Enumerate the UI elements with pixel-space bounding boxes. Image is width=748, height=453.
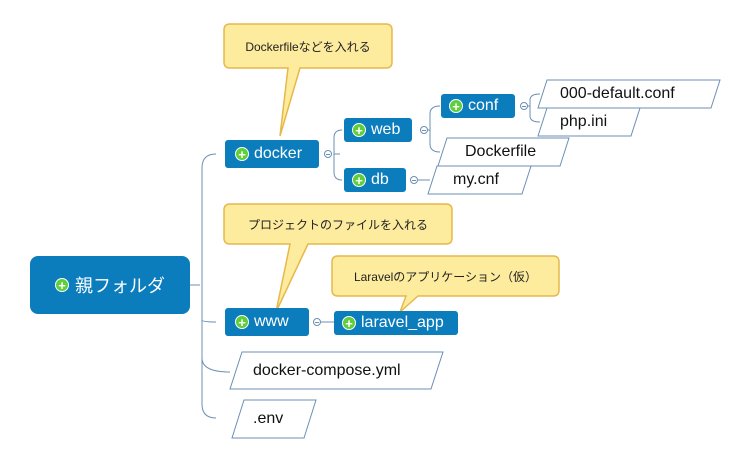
- file-docker-compose[interactable]: docker-compose.yml: [253, 362, 401, 379]
- node-www[interactable]: + www: [225, 308, 309, 336]
- callout-www-bubble: [223, 203, 453, 313]
- file-shape-dockerfile: [437, 137, 570, 167]
- callout-www-text: プロジェクトのファイルを入れる: [247, 217, 428, 232]
- expand-plus-icon[interactable]: +: [352, 123, 366, 137]
- callout-docker-text: Dockerfileなどを入れる: [245, 39, 371, 54]
- callout-laravel-text: Laravelのアプリケーション（仮）: [353, 269, 538, 284]
- connector-root-www: [201, 319, 217, 323]
- root-node[interactable]: + 親フォルダ: [30, 256, 190, 314]
- callout-docker-bubble: [223, 23, 393, 137]
- collapse-www-icon[interactable]: [313, 318, 321, 326]
- file-env[interactable]: .env: [253, 410, 284, 427]
- node-www-label: www: [254, 313, 289, 330]
- node-web[interactable]: + web: [344, 118, 412, 142]
- connector-root-compose: [201, 357, 231, 373]
- node-conf[interactable]: + conf: [441, 94, 515, 118]
- collapse-docker-icon[interactable]: [324, 150, 332, 158]
- file-shape-docker-compose: [229, 351, 444, 390]
- expand-plus-icon[interactable]: +: [235, 315, 249, 329]
- file-dockerfile[interactable]: Dockerfile: [465, 143, 537, 160]
- node-docker[interactable]: + docker: [225, 140, 319, 168]
- collapse-db-icon[interactable]: [410, 176, 418, 184]
- expand-plus-icon[interactable]: +: [342, 316, 356, 330]
- file-shape-my-cnf: [427, 165, 532, 195]
- expand-plus-icon[interactable]: +: [235, 147, 249, 161]
- node-db-label: db: [371, 171, 389, 188]
- file-shape-default-conf: [537, 79, 721, 109]
- connector-root-children: [201, 153, 217, 419]
- connector-docker-web: [333, 129, 343, 181]
- collapse-web-icon[interactable]: [420, 126, 428, 134]
- node-laravel-app-label: laravel_app: [361, 314, 444, 331]
- node-db[interactable]: + db: [344, 168, 406, 192]
- connector-conf-files: [529, 93, 541, 123]
- expand-plus-icon[interactable]: +: [449, 99, 463, 113]
- node-conf-label: conf: [468, 97, 499, 114]
- node-web-label: web: [371, 121, 401, 138]
- node-docker-label: docker: [254, 145, 303, 162]
- file-shapes: [229, 79, 721, 439]
- callout-laravel-bubble: [331, 255, 560, 313]
- file-shape-env: [231, 399, 317, 439]
- expand-plus-icon[interactable]: +: [352, 173, 366, 187]
- expand-plus-icon[interactable]: +: [55, 278, 69, 292]
- file-shape-php-ini: [537, 107, 641, 137]
- root-label: 親フォルダ: [75, 276, 165, 296]
- file-default-conf[interactable]: 000-default.conf: [560, 85, 675, 102]
- collapse-conf-icon[interactable]: [520, 102, 528, 110]
- node-laravel-app[interactable]: + laravel_app: [334, 311, 458, 335]
- file-php-ini[interactable]: php.ini: [560, 113, 608, 130]
- connector-web-conf: [429, 105, 441, 153]
- file-my-cnf[interactable]: my.cnf: [453, 171, 499, 188]
